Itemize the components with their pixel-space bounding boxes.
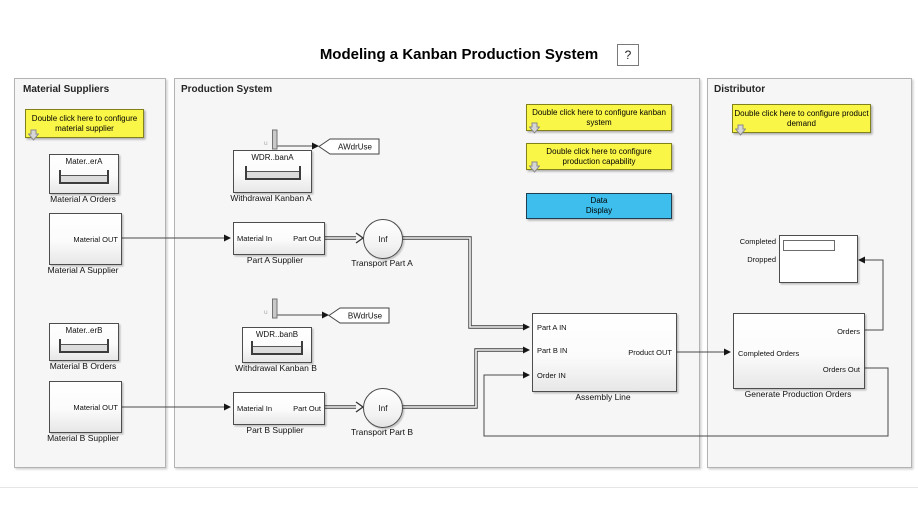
note-configure-product-demand[interactable]: Double click here to configure product d… xyxy=(732,104,871,136)
block-material-b-supplier[interactable]: Material OUT xyxy=(49,381,122,433)
queue-fill xyxy=(61,344,107,351)
port-label-dropped: Dropped xyxy=(747,255,776,264)
scope-legend-box xyxy=(783,240,835,251)
block-caption: Material B Orders xyxy=(49,361,117,371)
block-withdrawal-kanban-a[interactable]: WDR..banA xyxy=(233,150,312,193)
queue-tank-icon xyxy=(251,341,303,355)
block-assembly-line[interactable]: Part A IN Part B IN Order IN Product OUT xyxy=(532,313,677,392)
down-arrow-icon xyxy=(735,124,746,136)
queue-tank-icon xyxy=(244,166,301,180)
block-data-display[interactable]: Data Display xyxy=(526,193,672,219)
block-caption: Part A Supplier xyxy=(246,255,304,265)
goto-tag-bwdruse[interactable]: BWdrUse xyxy=(328,307,391,324)
block-caption: Material A Orders xyxy=(50,194,116,204)
down-arrow-icon xyxy=(529,122,540,134)
queue-fill xyxy=(246,171,299,178)
port-label: Material OUT xyxy=(73,234,118,244)
port-label: Material In xyxy=(237,404,273,413)
block-caption: Withdrawal Kanban A xyxy=(230,193,312,203)
bottom-separator-line xyxy=(0,487,918,488)
port-label: Orders xyxy=(837,327,860,336)
block-caption: Generate Production Orders xyxy=(744,389,852,399)
panel-header-material-suppliers: Material Suppliers xyxy=(23,84,110,95)
queue-fill xyxy=(61,175,107,182)
block-transport-part-a[interactable]: Inf xyxy=(363,219,403,259)
down-arrow-icon xyxy=(529,161,540,173)
port-label: Material OUT xyxy=(73,402,118,412)
block-material-a-supplier[interactable]: Material OUT xyxy=(49,213,122,265)
signal-u-label: u xyxy=(264,309,268,316)
down-arrow-icon xyxy=(28,129,39,141)
port-label: Part B IN xyxy=(537,346,568,355)
block-material-a-orders[interactable]: Mater..erA xyxy=(49,154,119,194)
svg-text:AWdrUse: AWdrUse xyxy=(338,143,372,152)
model-title: Modeling a Kanban Production System xyxy=(319,46,599,63)
signal-u-label: u xyxy=(264,140,268,147)
block-caption: Assembly Line xyxy=(575,392,631,402)
port-label: Material In xyxy=(237,234,273,243)
block-part-a-supplier[interactable]: Material In Part Out xyxy=(233,222,325,255)
block-caption: Material B Supplier xyxy=(47,433,119,443)
goto-tag-awdruse[interactable]: AWdrUse xyxy=(318,138,381,155)
block-caption: Withdrawal Kanban B xyxy=(235,363,317,373)
note-configure-material-supplier[interactable]: Double click here to configure material … xyxy=(25,109,144,141)
port-label: Part Out xyxy=(293,404,321,413)
note-configure-production-capability[interactable]: Double click here to configure productio… xyxy=(526,143,672,173)
panel-header-distributor: Distributor xyxy=(714,84,766,95)
svg-text:BWdrUse: BWdrUse xyxy=(348,312,383,321)
block-generate-production-orders[interactable]: Orders Completed Orders Orders Out xyxy=(733,313,865,389)
block-orders-display-scope[interactable] xyxy=(779,235,858,283)
port-label: Completed Orders xyxy=(738,349,800,358)
block-withdrawal-kanban-b[interactable]: WDR..banB xyxy=(242,327,312,363)
port-label: Part A IN xyxy=(537,323,567,332)
queue-fill xyxy=(253,346,301,353)
block-caption: Part B Supplier xyxy=(246,425,304,435)
block-transport-part-b[interactable]: Inf xyxy=(363,388,403,428)
note-configure-kanban-system[interactable]: Double click here to configure kanban sy… xyxy=(526,104,672,134)
help-button[interactable]: ? xyxy=(617,44,639,66)
port-label-completed: Completed xyxy=(739,237,776,246)
port-label: Orders Out xyxy=(822,365,860,374)
queue-tank-icon xyxy=(59,170,109,184)
queue-tank-icon xyxy=(59,339,109,353)
port-label: Part Out xyxy=(293,234,321,243)
block-material-b-orders[interactable]: Mater..erB xyxy=(49,323,119,361)
block-caption: Transport Part B xyxy=(350,427,414,437)
block-caption: Material A Supplier xyxy=(47,265,119,275)
port-label: Product OUT xyxy=(628,348,672,357)
block-part-b-supplier[interactable]: Material In Part Out xyxy=(233,392,325,425)
block-caption: Transport Part A xyxy=(351,258,413,268)
panel-header-production-system: Production System xyxy=(181,84,273,95)
port-label: Order IN xyxy=(537,371,566,380)
